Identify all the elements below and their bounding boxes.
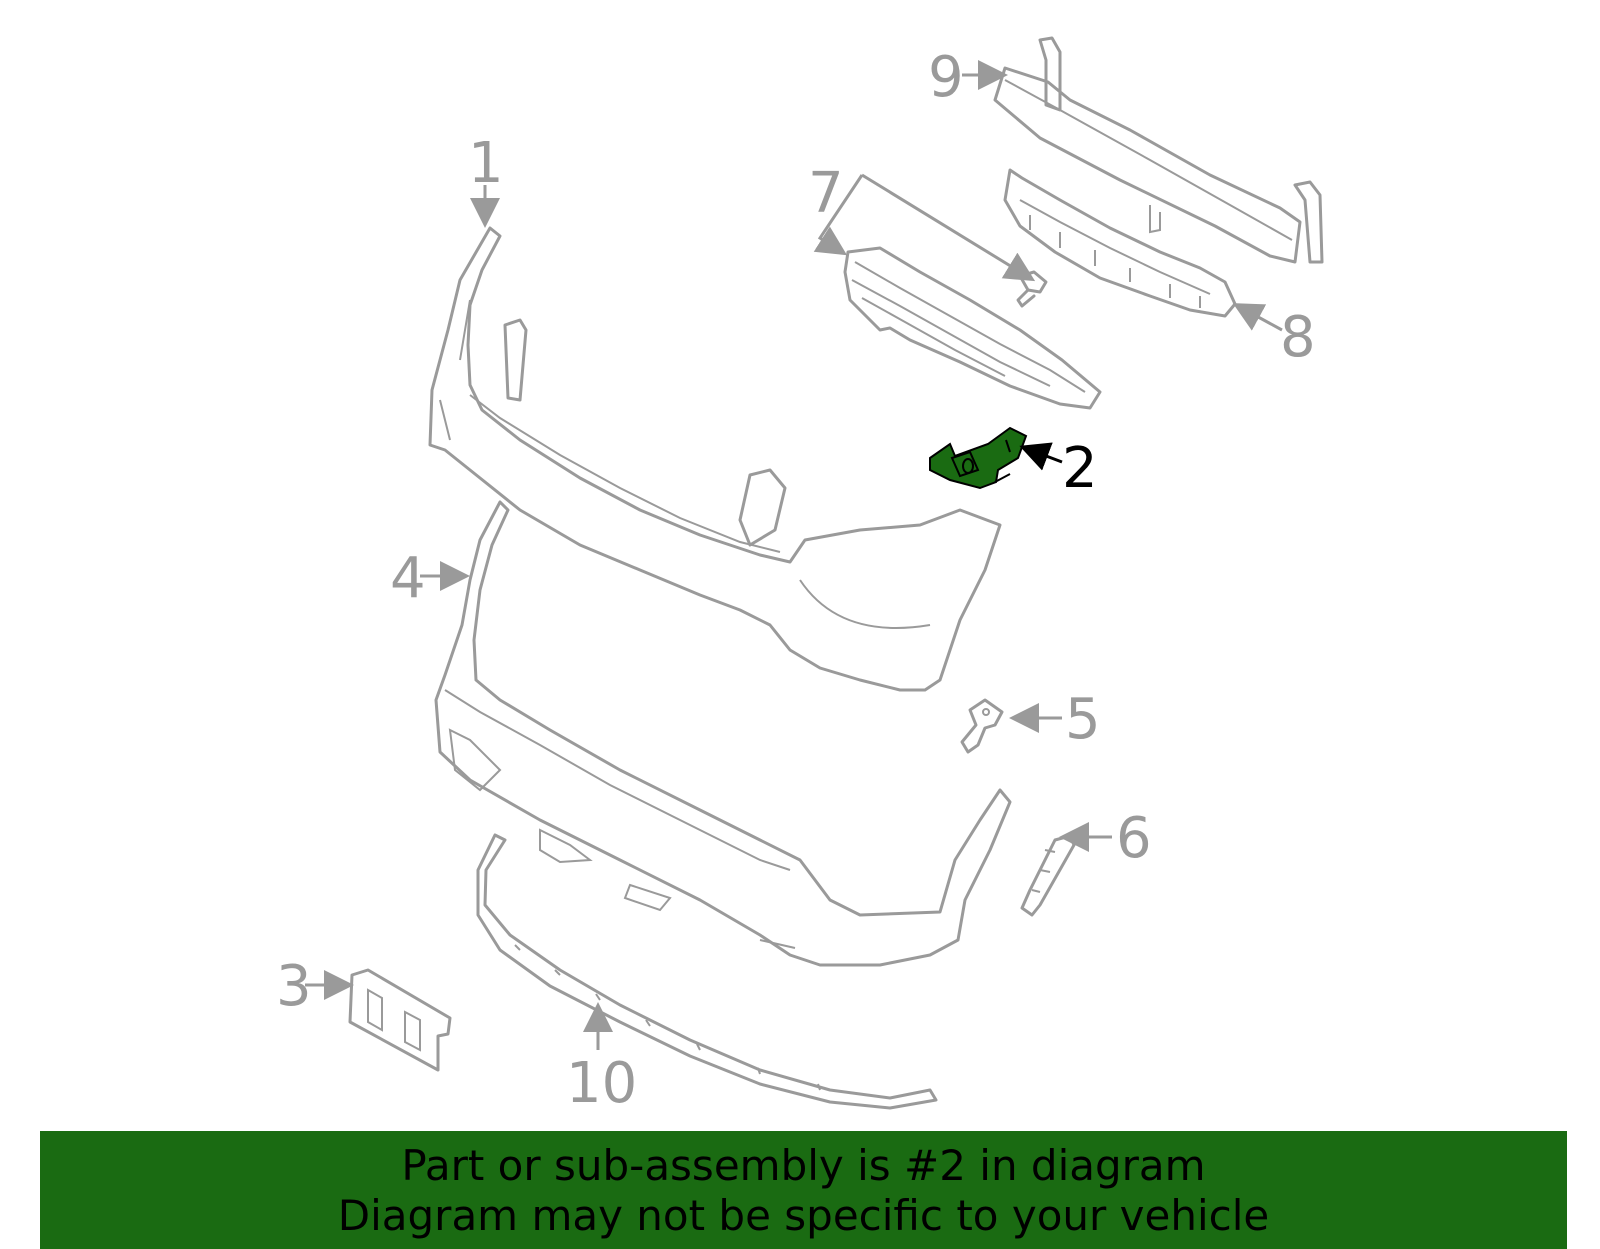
callout-5: 5 <box>1065 687 1101 752</box>
callout-3: 3 <box>276 954 312 1019</box>
leader-7b <box>861 173 1036 282</box>
banner-line-part: Part or sub-assembly is #2 in diagram <box>401 1141 1206 1190</box>
part-6-side-bracket <box>1020 834 1076 917</box>
part-4-lower-fascia <box>434 500 1012 967</box>
callout-6: 6 <box>1116 806 1152 871</box>
part-5-bracket <box>960 698 1004 754</box>
callout-1: 1 <box>468 131 504 196</box>
part-3-license-bracket <box>348 968 452 1072</box>
part-8-energy-absorber <box>1003 168 1237 318</box>
part-2-highlighted-bracket <box>929 426 1028 490</box>
part-10-trim-strip <box>476 833 938 1110</box>
leader-8 <box>1232 303 1283 332</box>
part-7-grille <box>843 246 1102 410</box>
callout-10: 10 <box>566 1051 637 1116</box>
callout-2: 2 <box>1062 436 1098 501</box>
leader-2 <box>1019 442 1063 471</box>
part-9-reinforcement-beam <box>993 36 1324 264</box>
callout-7: 7 <box>808 161 844 226</box>
leader-7a <box>813 174 864 256</box>
callout-8: 8 <box>1280 305 1316 370</box>
callout-numbers: 1 2 3 4 5 6 7 8 9 10 <box>276 45 1316 1116</box>
callout-leaders <box>305 60 1283 1050</box>
banner-line-disclaimer: Diagram may not be specific to your vehi… <box>337 1191 1270 1240</box>
callout-9: 9 <box>928 45 964 110</box>
callout-4: 4 <box>390 546 426 611</box>
info-banner: Part or sub-assembly is #2 in diagram Di… <box>40 1131 1567 1249</box>
part-1-bumper-cover <box>428 226 1002 692</box>
